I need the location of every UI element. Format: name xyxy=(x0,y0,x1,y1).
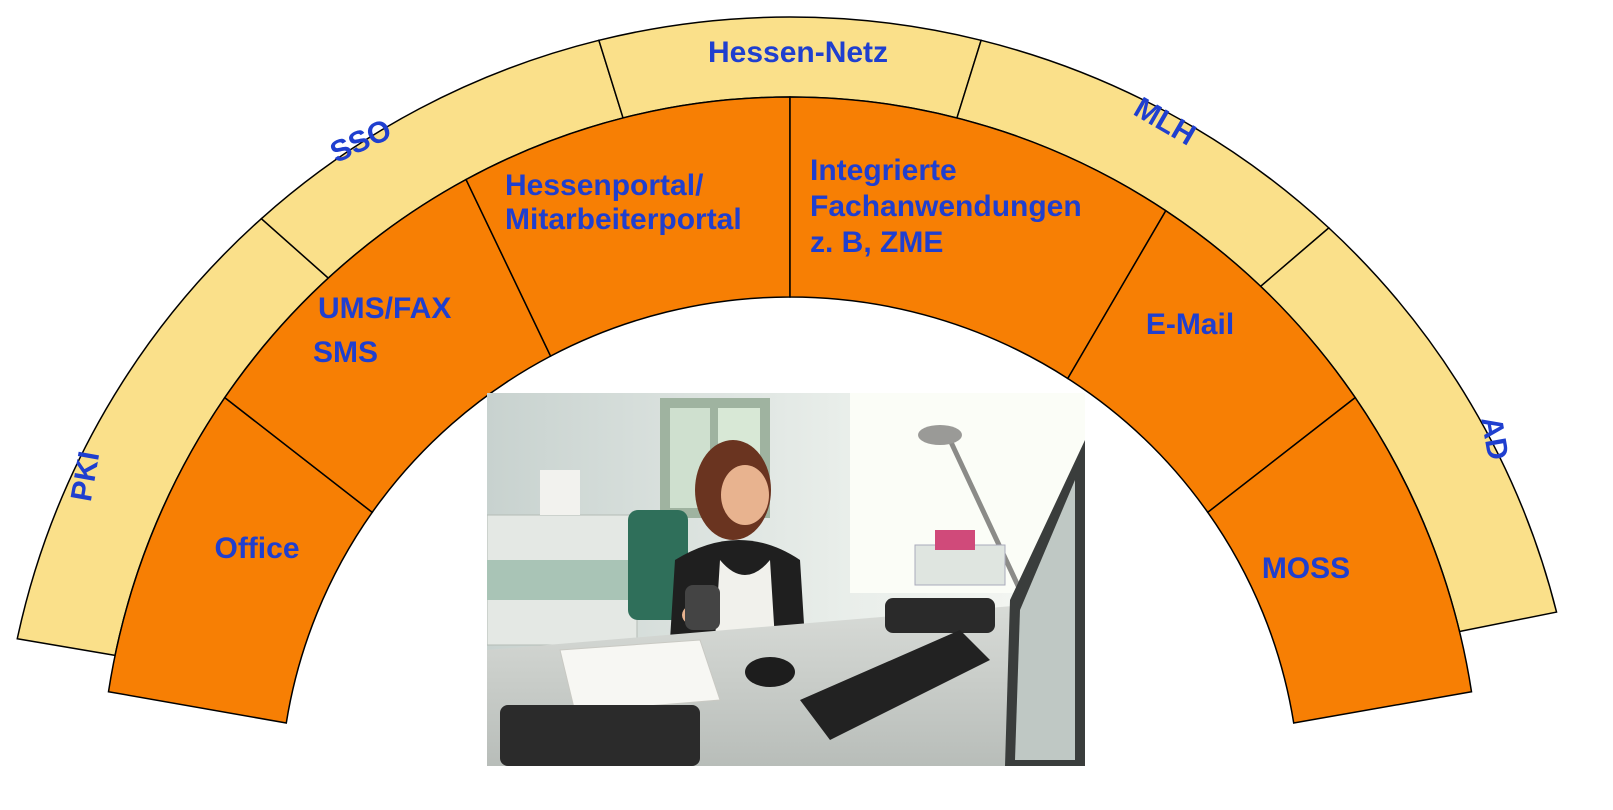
outer-ring xyxy=(16,16,1558,657)
inner-label-1-0: UMS/FAX xyxy=(318,292,451,325)
inner-label-3-0: Integrierte xyxy=(810,154,957,187)
inner-label-0-0: Office xyxy=(214,532,299,565)
outer-label-2: Hessen-Netz xyxy=(708,36,888,69)
inner-label-4-0: E-Mail xyxy=(1146,308,1234,341)
office-worker-photo xyxy=(487,393,1085,766)
inner-label-5-0: MOSS xyxy=(1262,552,1350,585)
outer-label-4: AD xyxy=(1474,414,1514,462)
inner-ring xyxy=(107,96,1473,724)
inner-label-3-1: Fachanwendungen xyxy=(810,190,1082,223)
inner-label-2-0: Hessenportal/ xyxy=(505,169,704,202)
inner-segment-5 xyxy=(1206,396,1473,724)
inner-label-3-2: z. B, ZME xyxy=(810,226,943,259)
inner-label-2-1: Mitarbeiterportal xyxy=(505,203,742,236)
inner-label-1-1: SMS xyxy=(313,336,378,369)
